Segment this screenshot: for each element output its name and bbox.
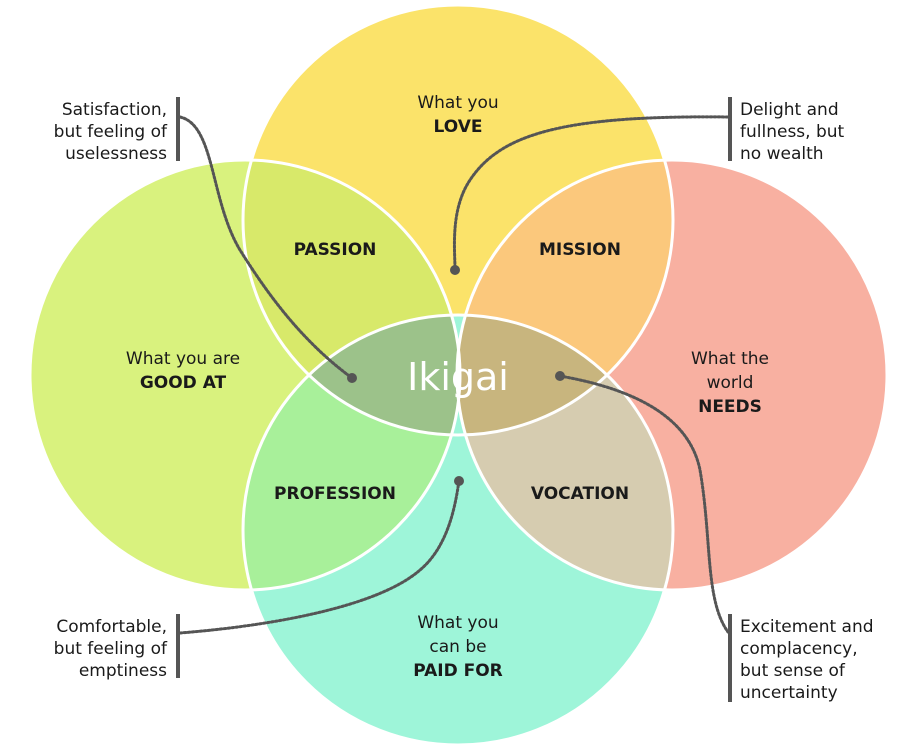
annotation-bottom-right-1: Excitement and bbox=[740, 617, 874, 637]
connector-dots bbox=[347, 265, 565, 486]
connector-top-right bbox=[452, 115, 730, 272]
annotation-bottom-right-2: complacency, bbox=[740, 639, 858, 659]
bar-top-left bbox=[176, 97, 180, 161]
dot-bottom-left bbox=[454, 476, 464, 486]
annotation-top-left-1: Satisfaction, bbox=[62, 100, 167, 120]
annotation-bottom-right-4: uncertainty bbox=[740, 683, 838, 703]
needs-heading: NEEDS bbox=[698, 397, 762, 417]
paid-for-label-1: What you bbox=[417, 613, 498, 633]
good-at-label: What you are bbox=[126, 349, 240, 369]
profession-label: PROFESSION bbox=[274, 484, 396, 504]
love-heading: LOVE bbox=[434, 117, 483, 137]
bar-bottom-right bbox=[728, 614, 732, 702]
bar-top-right bbox=[728, 97, 732, 161]
circle-outlines bbox=[28, 3, 889, 747]
annotation-bottom-left-1: Comfortable, bbox=[56, 617, 167, 637]
good-at-heading: GOOD AT bbox=[140, 373, 227, 393]
paid-for-label-2: can be bbox=[429, 637, 486, 657]
annotation-top-right-1: Delight and bbox=[740, 100, 839, 120]
annotation-top-left-2: but feeling of bbox=[54, 122, 168, 142]
annotation-top-right-3: no wealth bbox=[740, 144, 824, 164]
paid-for-heading: PAID FOR bbox=[413, 661, 503, 681]
needs-label-1: What the bbox=[691, 349, 769, 369]
mission-label: MISSION bbox=[539, 240, 621, 260]
dot-bottom-right bbox=[555, 371, 565, 381]
annotation-bottom-left-3: emptiness bbox=[79, 661, 167, 681]
annotation-top-right-2: fullness, but bbox=[740, 122, 845, 142]
passion-label: PASSION bbox=[294, 240, 377, 260]
dot-top-right bbox=[450, 265, 460, 275]
ikigai-label: Ikigai bbox=[407, 355, 509, 399]
connector-top-left bbox=[178, 115, 354, 380]
bar-bottom-left bbox=[176, 614, 180, 678]
love-label: What you bbox=[417, 93, 498, 113]
annotation-bottom-left-2: but feeling of bbox=[54, 639, 168, 659]
connector-bottom-left bbox=[178, 479, 461, 635]
needs-label-2: world bbox=[707, 373, 754, 393]
connector-bottom-right bbox=[558, 374, 730, 634]
annotation-bottom-right-3: but sense of bbox=[740, 661, 846, 681]
dot-top-left bbox=[347, 373, 357, 383]
vocation-label: VOCATION bbox=[531, 484, 629, 504]
annotation-top-left-3: uselessness bbox=[65, 144, 167, 164]
connectors bbox=[178, 115, 730, 635]
